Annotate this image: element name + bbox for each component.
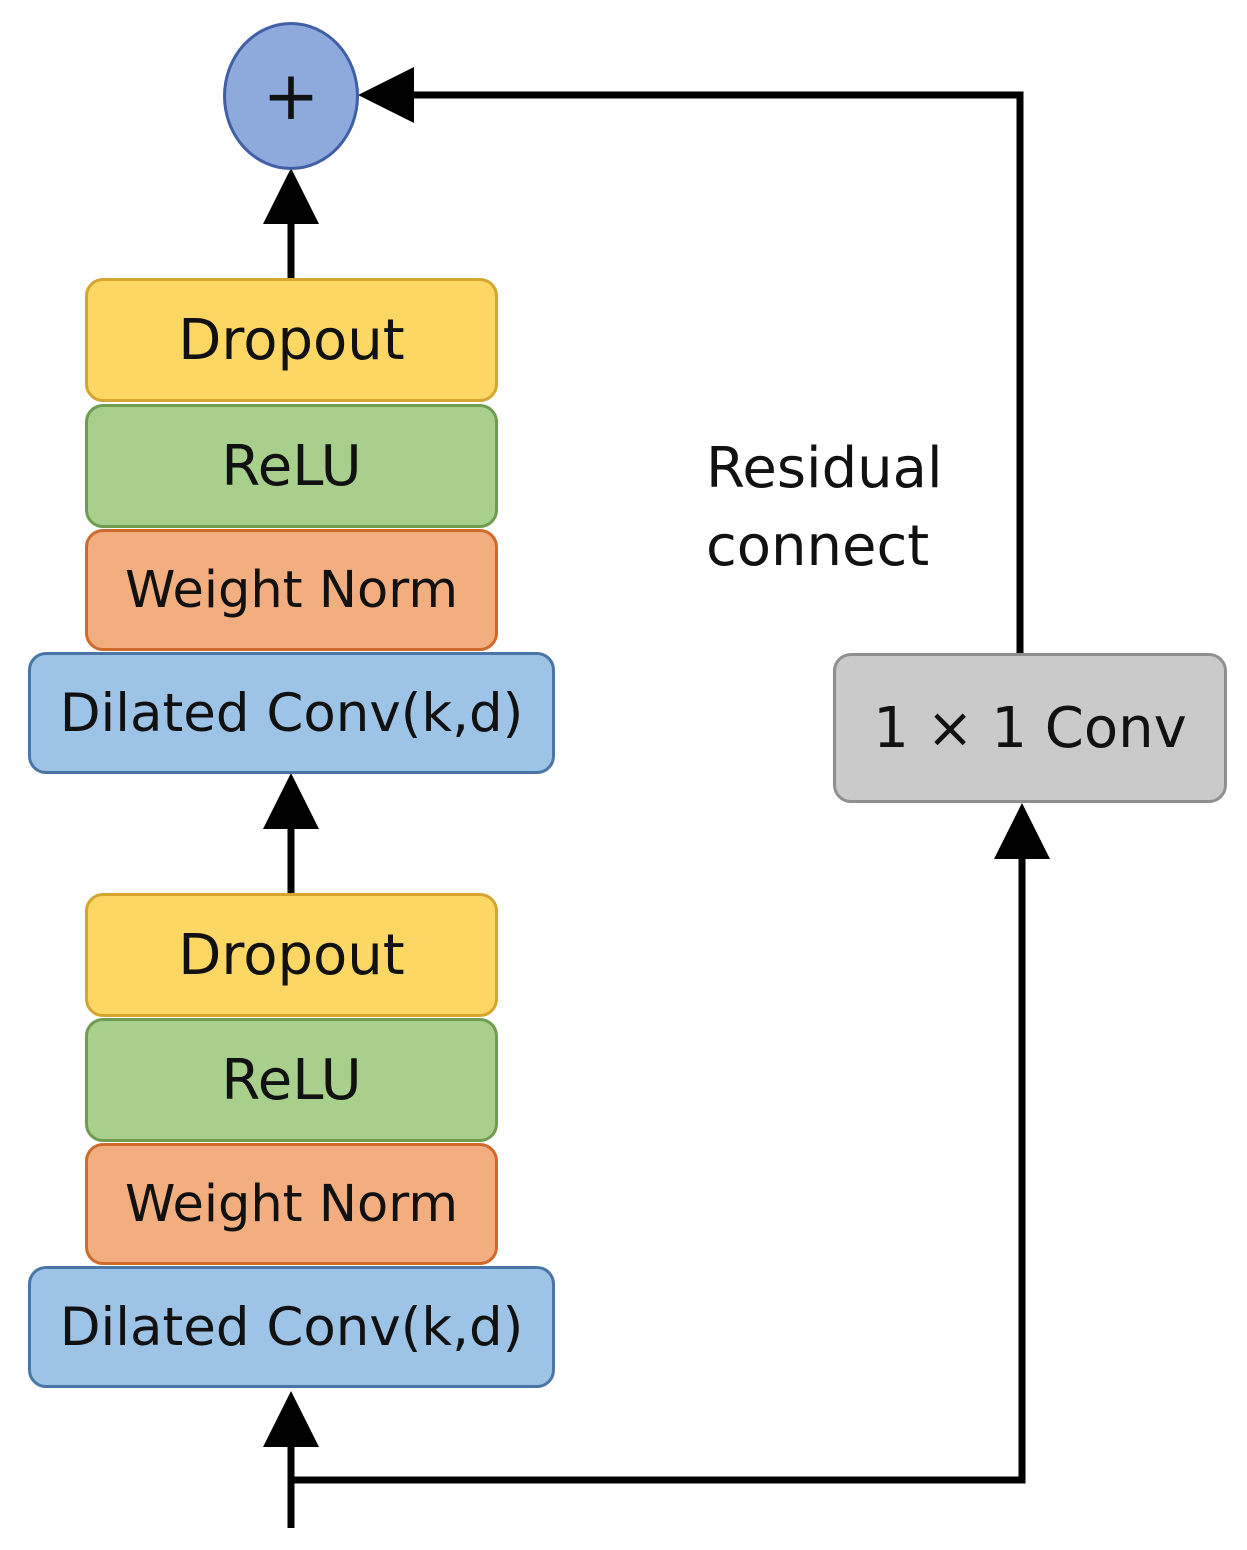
- lower-weight-norm-label: Weight Norm: [125, 1174, 458, 1234]
- plus-symbol: +: [262, 56, 320, 136]
- upper-dilated-conv-label: Dilated Conv(k,d): [59, 682, 524, 744]
- residual-branch-wire: [291, 803, 1050, 1484]
- upper-relu-block: ReLU: [85, 404, 498, 528]
- lower-relu-label: ReLU: [221, 1047, 362, 1113]
- lower-dropout-block: Dropout: [85, 893, 498, 1017]
- residual-label-line1: Residual: [706, 436, 943, 501]
- upper-weight-norm-label: Weight Norm: [125, 560, 458, 620]
- upper-dilated-conv-block: Dilated Conv(k,d): [28, 652, 555, 774]
- lower-dropout-label: Dropout: [178, 922, 405, 988]
- upper-relu-label: ReLU: [221, 433, 362, 499]
- upper-weight-norm-block: Weight Norm: [85, 529, 498, 651]
- upper-dropout-label: Dropout: [178, 307, 405, 373]
- sum-node: +: [223, 22, 359, 170]
- conv-1x1-block: 1 × 1 Conv: [833, 653, 1227, 803]
- lower-dilated-conv-block: Dilated Conv(k,d): [28, 1266, 555, 1388]
- residual-to-sum-wire: [358, 67, 1024, 655]
- residual-label-line2: connect: [706, 514, 930, 579]
- residual-connect-label: Residual connect: [706, 430, 943, 586]
- lower-dilated-conv-label: Dilated Conv(k,d): [59, 1296, 524, 1358]
- conv-1x1-label: 1 × 1 Conv: [873, 695, 1187, 761]
- lower-relu-block: ReLU: [85, 1018, 498, 1142]
- lower-weight-norm-block: Weight Norm: [85, 1143, 498, 1265]
- upper-dropout-block: Dropout: [85, 278, 498, 402]
